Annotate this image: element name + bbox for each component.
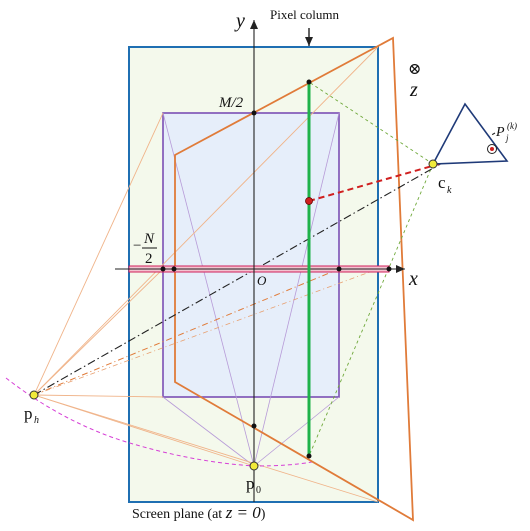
svg-text:N: N [143,231,155,247]
p0-point [249,461,259,471]
minus-n-half-label: − N 2 [133,231,157,267]
ph-dashdot [33,268,340,396]
orange-plane [174,36,414,522]
ph-point [29,390,39,400]
screen-plane-caption: Screen plane (at z = 0) [132,503,266,522]
svg-text:k: k [447,185,452,196]
x-axis-label: x [408,268,418,290]
ck-label: c k [438,173,452,196]
svg-text:c: c [438,173,446,192]
origin-label: O [257,273,267,288]
principal-ray [33,132,496,396]
magenta-arc [5,377,313,467]
red-ray [308,148,493,202]
svg-text:P: P [495,125,505,140]
svg-text:j: j [505,133,509,143]
black-points [160,79,392,459]
green-dashed-rays [308,81,434,457]
svg-text:−: − [133,238,141,254]
pixel-column-label: Pixel column [270,7,339,22]
ph-rays [33,46,379,503]
svg-text:p: p [246,474,255,493]
svg-text:p: p [24,404,33,423]
ph-label: p h [24,404,39,426]
z-axis-label: z [409,79,418,101]
ck-point [428,159,438,169]
svg-text:h: h [34,415,39,426]
pj-label: P j (k) [495,121,517,143]
z-into-page-icon: ⊗ [408,61,421,78]
ph-dashdot-low [33,268,379,396]
p0-label: p 0 [246,474,261,496]
svg-text:(k): (k) [507,121,517,131]
svg-text:2: 2 [145,251,153,267]
image-rect [162,112,340,398]
y-axis-label: y [234,10,245,32]
m-half-label: M/2 [218,95,244,111]
svg-text:0: 0 [256,485,261,496]
sample-point [305,197,313,205]
